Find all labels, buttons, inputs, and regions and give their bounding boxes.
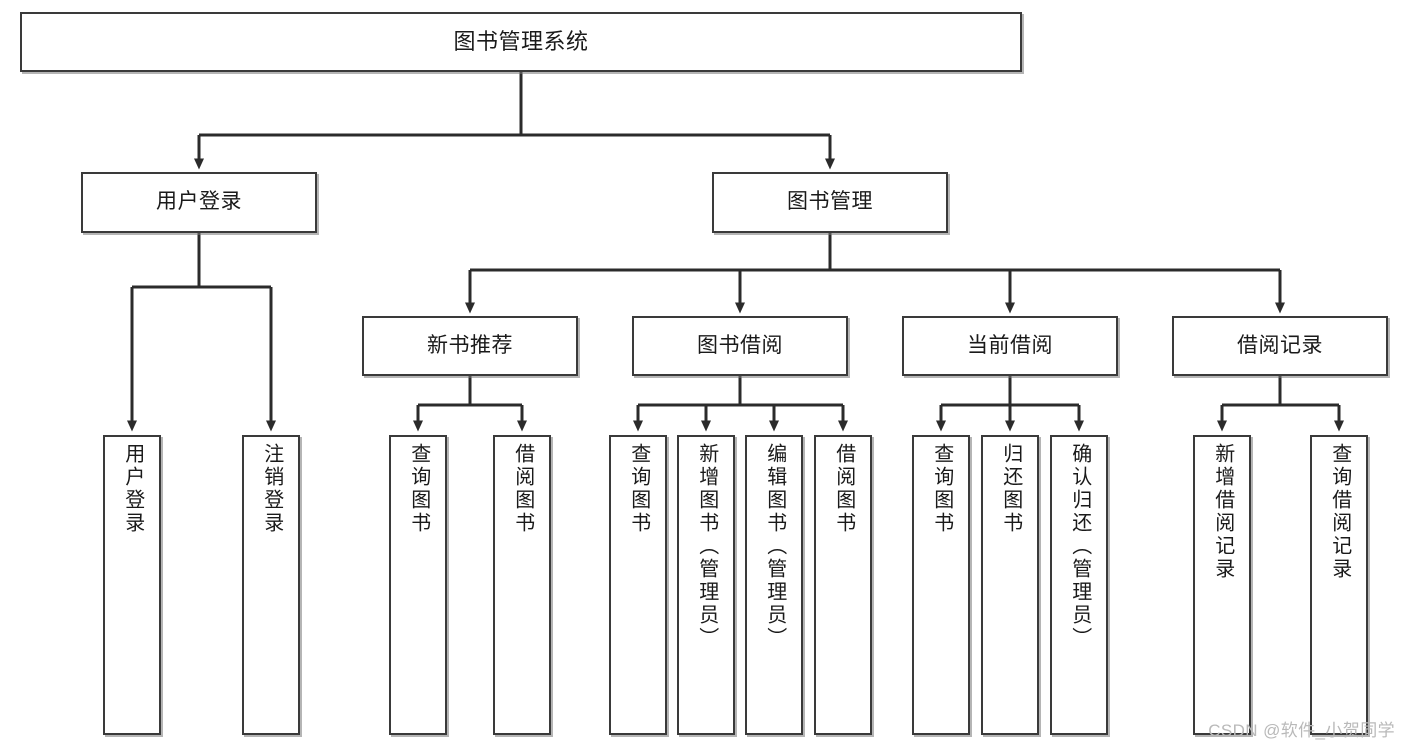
node-current-borrow-label: 当前借阅 bbox=[967, 333, 1053, 357]
watermark: CSDN @软件_小贺同学 bbox=[1208, 721, 1395, 740]
leaf-borrow-book-1-label: 借阅图书 bbox=[511, 443, 534, 535]
leaf-borrow-book-1[interactable]: 借阅图书 bbox=[493, 435, 551, 735]
node-root[interactable]: 图书管理系统 bbox=[20, 12, 1022, 72]
node-user-login[interactable]: 用户登录 bbox=[81, 172, 317, 233]
leaf-edit-book-label: 编辑图书（管理员） bbox=[763, 443, 786, 650]
leaf-add-record-label: 新增借阅记录 bbox=[1211, 443, 1234, 581]
leaf-borrow-book-2[interactable]: 借阅图书 bbox=[814, 435, 872, 735]
leaf-logout[interactable]: 注销登录 bbox=[242, 435, 300, 735]
node-book-borrow-label: 图书借阅 bbox=[697, 333, 783, 357]
leaf-user-login-label: 用户登录 bbox=[121, 443, 144, 535]
leaf-confirm-return-label: 确认归还（管理员） bbox=[1068, 443, 1091, 650]
leaf-query-book-1[interactable]: 查询图书 bbox=[389, 435, 447, 735]
node-book-manage-label: 图书管理 bbox=[787, 190, 873, 214]
leaf-return-book-label: 归还图书 bbox=[999, 443, 1022, 535]
node-user-login-label: 用户登录 bbox=[156, 190, 242, 214]
node-new-book-recommend-label: 新书推荐 bbox=[427, 333, 513, 357]
leaf-query-record[interactable]: 查询借阅记录 bbox=[1310, 435, 1368, 735]
leaf-query-book-3-label: 查询图书 bbox=[930, 443, 953, 535]
leaf-user-login[interactable]: 用户登录 bbox=[103, 435, 161, 735]
leaf-edit-book[interactable]: 编辑图书（管理员） bbox=[745, 435, 803, 735]
leaf-add-record[interactable]: 新增借阅记录 bbox=[1193, 435, 1251, 735]
leaf-add-book-label: 新增图书（管理员） bbox=[695, 443, 718, 650]
leaf-return-book[interactable]: 归还图书 bbox=[981, 435, 1039, 735]
node-book-borrow[interactable]: 图书借阅 bbox=[632, 316, 848, 376]
leaf-query-book-2[interactable]: 查询图书 bbox=[609, 435, 667, 735]
node-current-borrow[interactable]: 当前借阅 bbox=[902, 316, 1118, 376]
leaf-query-book-3[interactable]: 查询图书 bbox=[912, 435, 970, 735]
node-book-manage[interactable]: 图书管理 bbox=[712, 172, 948, 233]
leaf-add-book[interactable]: 新增图书（管理员） bbox=[677, 435, 735, 735]
leaf-query-book-2-label: 查询图书 bbox=[627, 443, 650, 535]
node-new-book-recommend[interactable]: 新书推荐 bbox=[362, 316, 578, 376]
leaf-confirm-return[interactable]: 确认归还（管理员） bbox=[1050, 435, 1108, 735]
node-root-label: 图书管理系统 bbox=[453, 29, 589, 55]
leaf-query-record-label: 查询借阅记录 bbox=[1328, 443, 1351, 581]
leaf-logout-label: 注销登录 bbox=[260, 443, 283, 535]
leaf-query-book-1-label: 查询图书 bbox=[407, 443, 430, 535]
node-borrow-record-label: 借阅记录 bbox=[1237, 333, 1323, 357]
node-borrow-record[interactable]: 借阅记录 bbox=[1172, 316, 1388, 376]
leaf-borrow-book-2-label: 借阅图书 bbox=[832, 443, 855, 535]
